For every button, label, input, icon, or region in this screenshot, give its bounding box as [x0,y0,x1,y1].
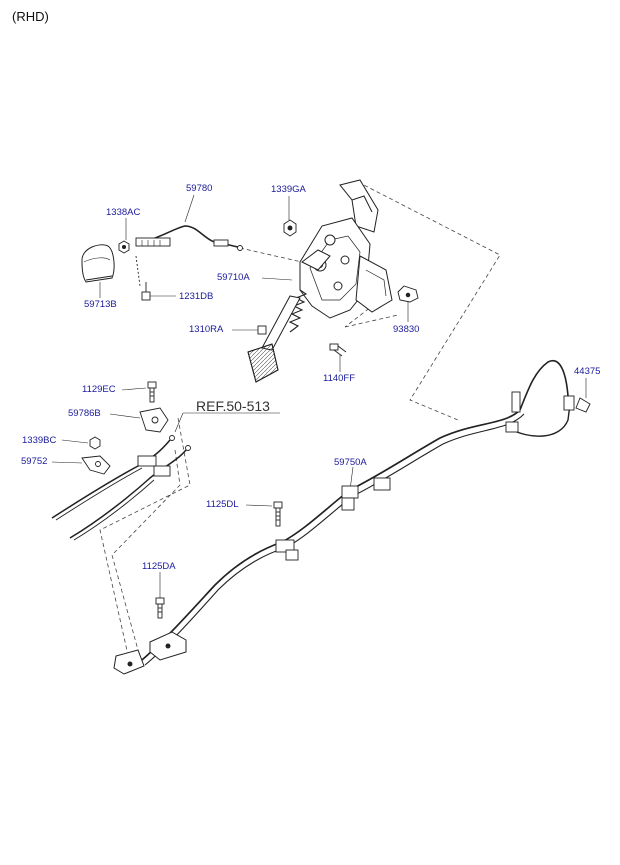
main-cable-59750a [141,359,575,666]
part-label-1125da[interactable]: 1125DA [142,561,176,572]
nut-1338ac-part [118,240,130,254]
part-label-1129ec[interactable]: 1129EC [82,384,116,395]
clamp-59786b-part [139,407,169,433]
part-label-59710a[interactable]: 59710A [217,272,250,283]
left-cables-59752 [51,435,191,541]
part-label-1231db[interactable]: 1231DB [179,291,214,302]
part-label-1338ac[interactable]: 1338AC [106,207,141,218]
clip-59752-part [81,455,111,475]
clip-44375-part [575,397,591,413]
bolt-1140ff-part [329,343,347,357]
clip-93830-part [397,285,419,303]
leader-lines [51,194,587,598]
part-label-1339bc[interactable]: 1339BC [22,435,57,446]
bolt-1125da-part [155,597,165,619]
part-label-93830[interactable]: 93830 [393,324,420,335]
part-label-59752[interactable]: 59752 [21,456,48,467]
bottom-brackets [113,631,187,675]
part-label-44375[interactable]: 44375 [574,366,601,377]
pin-1310ra-part [257,325,267,335]
part-label-1310ra[interactable]: 1310RA [189,324,224,335]
part-label-1125dl[interactable]: 1125DL [206,499,239,510]
bolt-1125dl-part [273,501,283,527]
part-label-59780[interactable]: 59780 [186,183,213,194]
pedal-assembly-59710a [247,179,393,383]
nut-1339ga-part [283,219,297,237]
nut-1339bc-part [89,436,101,450]
part-label-1140ff[interactable]: 1140FF [323,373,356,384]
pedal-pad-59713b-part [81,244,115,283]
part-label-59750a[interactable]: 59750A [334,457,367,468]
bolt-1129ec-part [147,381,157,403]
bolt-1231db-part [135,255,151,301]
upper-cable-59780 [135,225,243,251]
part-label-1339ga[interactable]: 1339GA [271,184,306,195]
reference-label[interactable]: REF.50-513 [196,398,270,414]
part-label-59786b[interactable]: 59786B [68,408,101,419]
part-label-59713b[interactable]: 59713B [84,299,117,310]
variant-label: (RHD) [12,9,49,24]
